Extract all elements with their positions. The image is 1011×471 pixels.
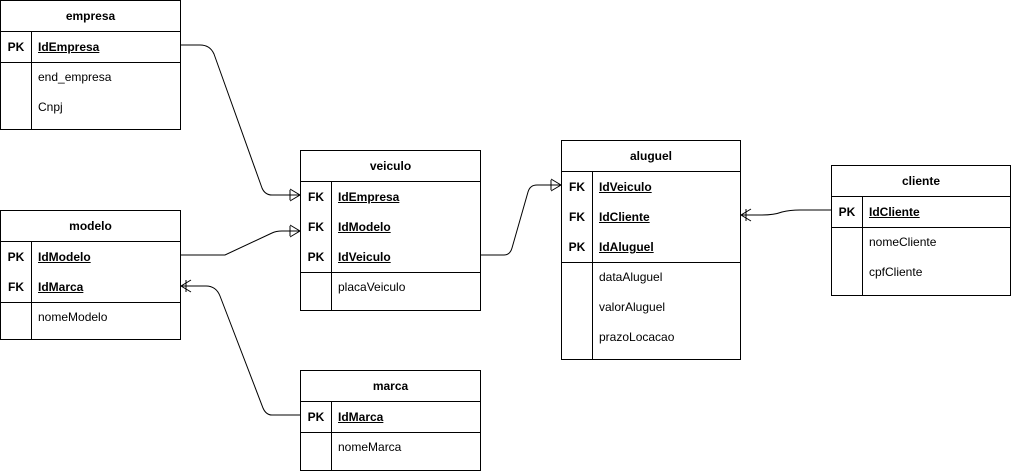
key-type-label: FK (308, 220, 324, 234)
field-name: IdCliente (599, 210, 650, 224)
field-row-dataaluguel[interactable]: dataAluguel (562, 262, 740, 292)
field-name: cpfCliente (869, 265, 923, 279)
entity-title: aluguel (562, 141, 740, 172)
field-row-end-empresa[interactable]: end_empresa (1, 62, 180, 92)
field-row-prazolocacao[interactable]: prazoLocacao (562, 322, 740, 352)
field-row-idempresa[interactable]: FK IdEmpresa (301, 182, 480, 212)
entity-aluguel[interactable]: aluguel FK IdVeiculo FK IdCliente PK IdA… (561, 140, 741, 360)
field-name: nomeCliente (869, 235, 937, 249)
field-row-placaveiculo[interactable]: placaVeiculo (301, 272, 480, 302)
entity-title: veiculo (301, 151, 480, 182)
field-row-idcliente[interactable]: PK IdCliente (832, 197, 1010, 227)
field-name: prazoLocacao (599, 330, 675, 344)
field-name: IdAluguel (599, 240, 654, 254)
key-type-label: PK (838, 205, 856, 219)
field-row-nomecliente[interactable]: nomeCliente (832, 227, 1010, 257)
relationship-empresa-veiculo[interactable] (181, 44, 301, 202)
relationship-marca-modelo[interactable] (180, 279, 300, 416)
field-name: nomeModelo (38, 310, 108, 324)
field-name: IdVeiculo (338, 250, 391, 264)
relationship-veiculo-aluguel[interactable] (481, 178, 562, 256)
field-row-nomemarca[interactable]: nomeMarca (301, 432, 480, 462)
entity-cliente[interactable]: cliente PK IdCliente nomeCliente cpfClie… (831, 165, 1011, 296)
entity-marca[interactable]: marca PK IdMarca nomeMarca (300, 370, 481, 471)
key-type-label: PK (307, 410, 325, 424)
entity-title: empresa (1, 1, 180, 32)
field-name: Cnpj (38, 100, 63, 114)
key-type-label: PK (568, 240, 586, 254)
key-type-label: FK (569, 180, 585, 194)
key-type-label: PK (7, 40, 25, 54)
relationship-modelo-veiculo[interactable] (181, 224, 301, 256)
key-type-label: PK (307, 250, 325, 264)
field-row-idmodelo[interactable]: FK IdModelo (301, 212, 480, 242)
field-name: IdEmpresa (38, 40, 100, 54)
field-name: IdModelo (338, 220, 391, 234)
field-name: nomeMarca (338, 440, 402, 454)
key-type-label: PK (7, 250, 25, 264)
field-row-idempresa[interactable]: PK IdEmpresa (1, 32, 180, 62)
field-name: end_empresa (38, 70, 112, 84)
field-row-idcliente[interactable]: FK IdCliente (562, 202, 740, 232)
field-name: IdEmpresa (338, 190, 400, 204)
field-name: valorAluguel (599, 300, 666, 314)
entity-modelo[interactable]: modelo PK IdModelo FK IdMarca nomeModelo (0, 210, 181, 340)
entity-empresa[interactable]: empresa PK IdEmpresa end_empresa Cnpj (0, 0, 181, 130)
field-row-cnpj[interactable]: Cnpj (1, 92, 180, 122)
entity-veiculo[interactable]: veiculo FK IdEmpresa FK IdModelo PK IdVe… (300, 150, 481, 311)
field-row-idveiculo[interactable]: PK IdVeiculo (301, 242, 480, 272)
field-row-cpfcliente[interactable]: cpfCliente (832, 257, 1010, 287)
field-name: IdVeiculo (599, 180, 652, 194)
field-row-nomemodelo[interactable]: nomeModelo (1, 302, 180, 332)
relationship-cliente-aluguel[interactable] (740, 208, 831, 222)
field-row-idmarca[interactable]: PK IdMarca (301, 402, 480, 432)
entity-title: marca (301, 371, 480, 402)
entity-title: modelo (1, 211, 180, 242)
field-name: IdModelo (38, 250, 91, 264)
field-row-idmarca[interactable]: FK IdMarca (1, 272, 180, 302)
field-name: IdMarca (38, 280, 84, 294)
key-type-label: FK (308, 190, 324, 204)
key-type-label: FK (569, 210, 585, 224)
entity-title: cliente (832, 166, 1010, 197)
key-type-label: FK (8, 280, 24, 294)
field-name: IdMarca (338, 410, 384, 424)
field-row-idaluguel[interactable]: PK IdAluguel (562, 232, 740, 262)
field-name: IdCliente (869, 205, 920, 219)
field-row-valoraluguel[interactable]: valorAluguel (562, 292, 740, 322)
field-row-idveiculo[interactable]: FK IdVeiculo (562, 172, 740, 202)
field-name: placaVeiculo (338, 280, 406, 294)
field-name: dataAluguel (599, 270, 663, 284)
field-row-idmodelo[interactable]: PK IdModelo (1, 242, 180, 272)
